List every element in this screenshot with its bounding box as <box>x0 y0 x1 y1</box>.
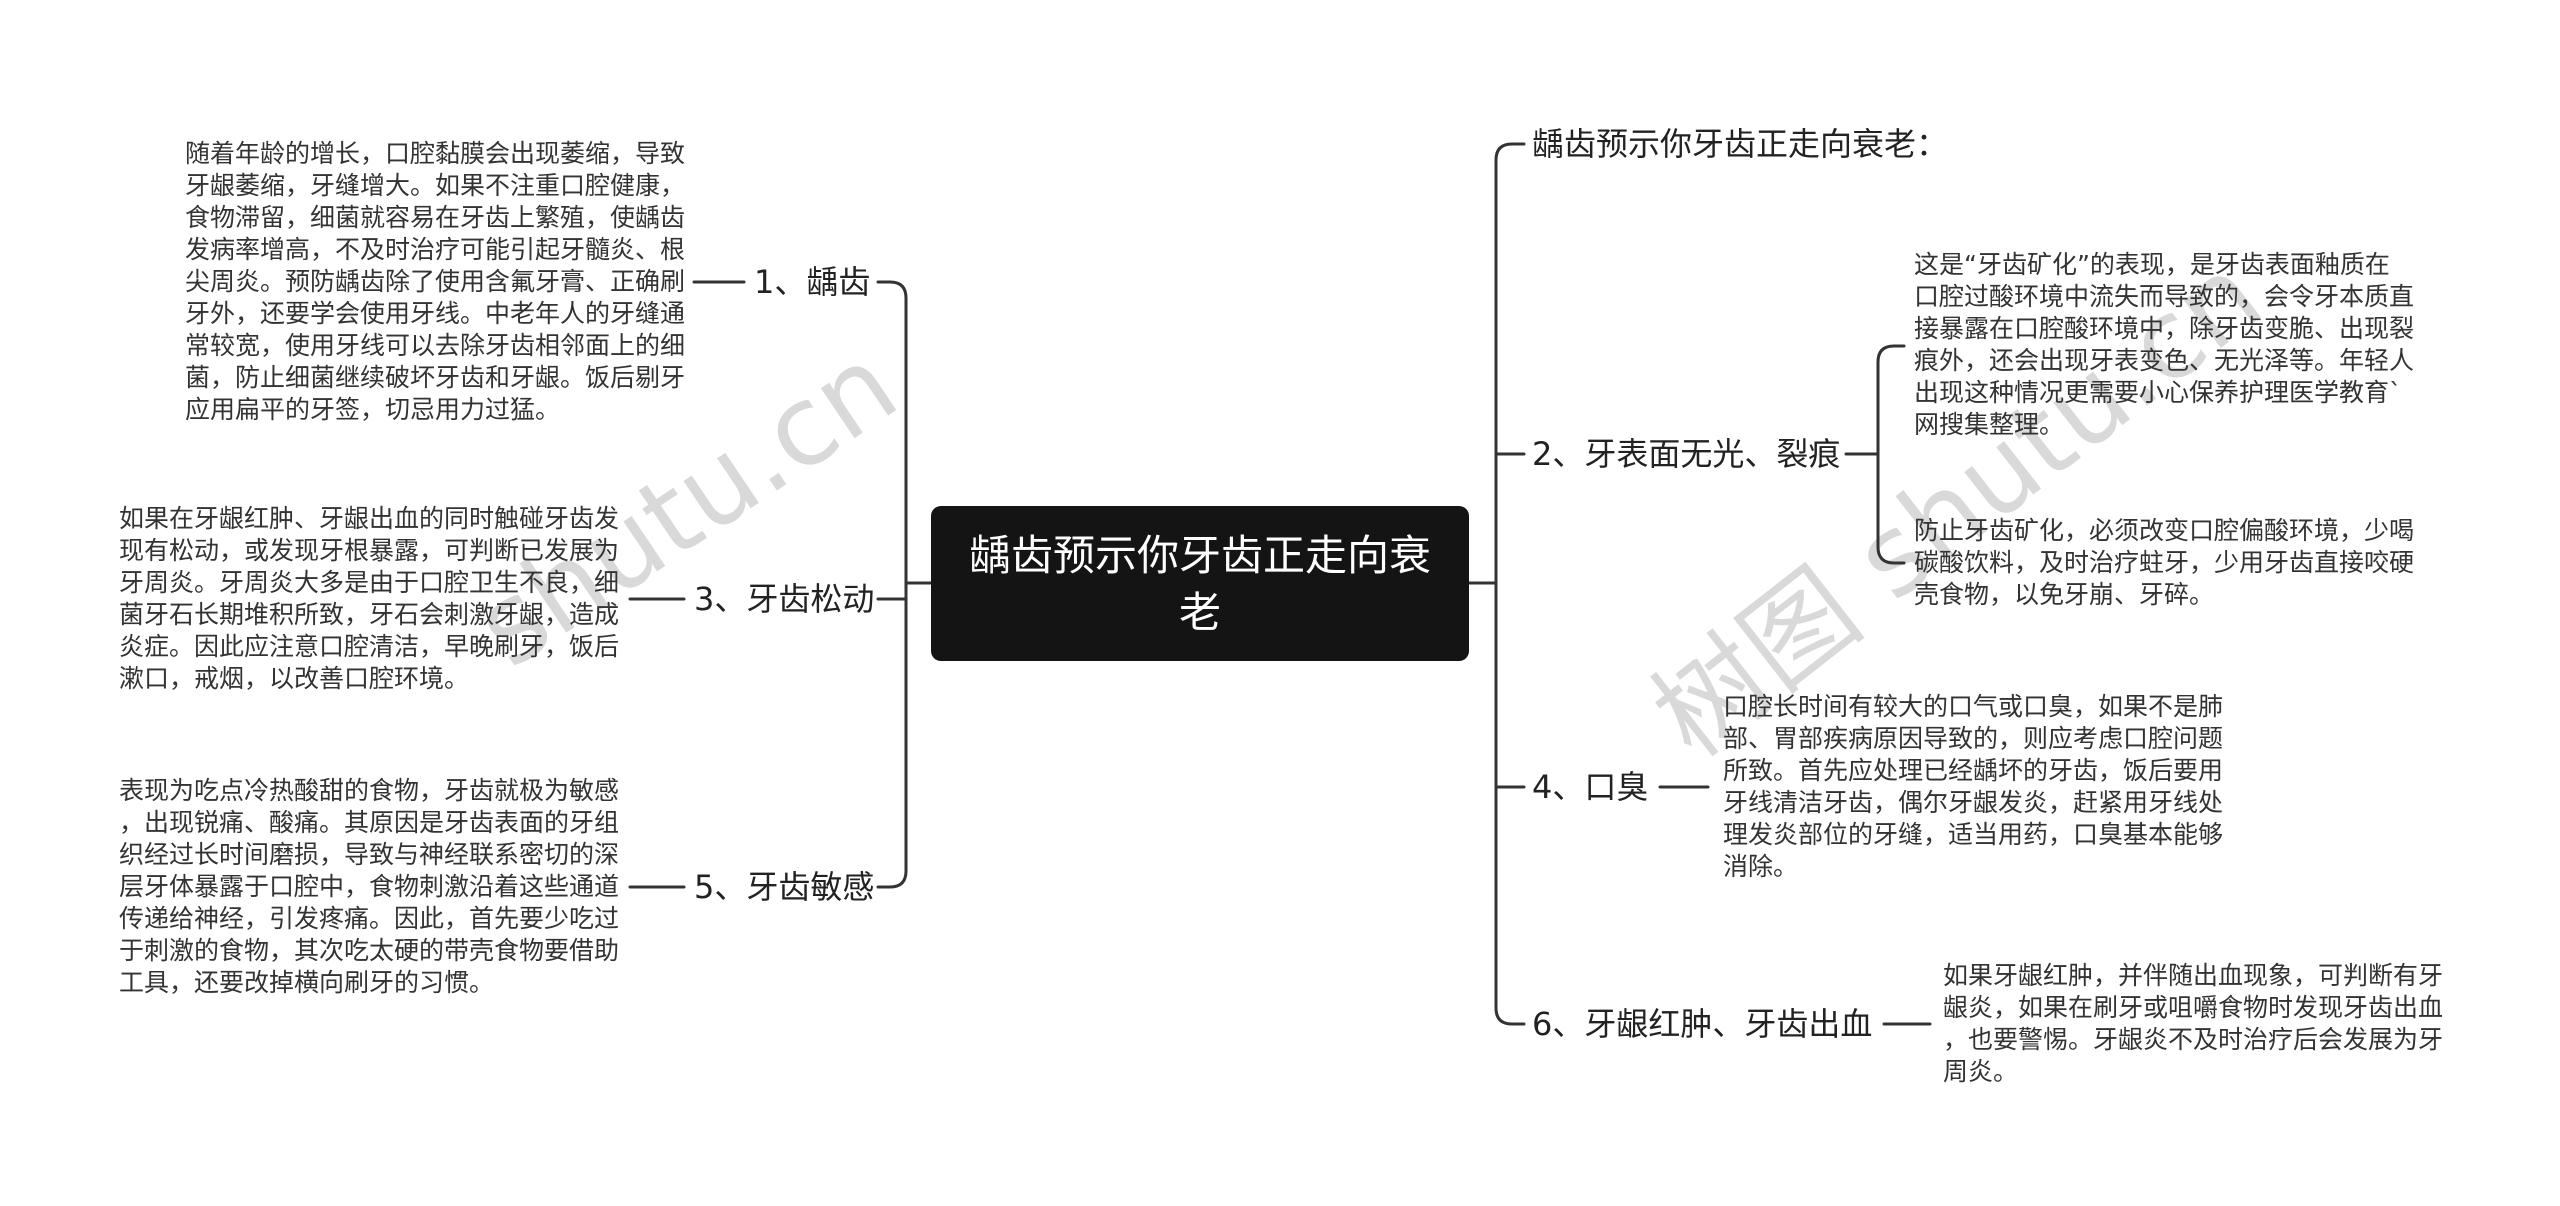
detail-line: 牙外，还要学会使用牙线。中老年人的牙缝通 <box>185 299 686 328</box>
branch-label-gum-bleeding[interactable]: 6、牙龈红肿、牙齿出血 <box>1532 1005 1873 1043</box>
detail-line: 口腔长时间有较大的口气或口臭，如果不是肺 <box>1723 692 2224 721</box>
detail-line: 牙周炎。牙周炎大多是由于口腔卫生不良，细 <box>119 568 620 597</box>
branch-detail-sensitive-teeth[interactable]: 表现为吃点冷热酸甜的食物，牙齿就极为敏感 ，出现锐痛、酸痛。其原因是牙齿表面的牙组… <box>119 775 619 999</box>
detail-line: 周炎。 <box>1943 1057 2019 1086</box>
right-bracket <box>1494 142 1526 1026</box>
detail-line: 壳食物，以免牙崩、牙碎。 <box>1914 580 2215 609</box>
detail-line: 防止牙齿矿化，必须改变口腔偏酸环境，少喝 <box>1914 516 2415 545</box>
detail-line: 这是“牙齿矿化”的表现，是牙齿表面釉质在 <box>1914 250 2390 279</box>
detail-line: 传递给神经，引发疼痛。因此，首先要少吃过 <box>119 904 620 933</box>
detail-line: 菌牙石长期堆积所致，牙石会刺激牙龈，造成 <box>119 600 620 629</box>
detail-line: 食物滞留，细菌就容易在牙齿上繁殖，使龋齿 <box>185 203 686 232</box>
branch-detail-prevention[interactable]: 防止牙齿矿化，必须改变口腔偏酸环境，少喝碳酸饮料，及时治疗蛀牙，少用牙齿直接咬硬… <box>1914 515 2414 611</box>
detail-line: 菌，防止细菌继续破坏牙齿和牙龈。饭后剔牙 <box>185 363 686 392</box>
detail-line: 随着年龄的增长，口腔黏膜会出现萎缩，导致 <box>185 139 686 168</box>
branch-label-intro[interactable]: 龋齿预示你牙齿正走向衰老： <box>1532 125 1949 163</box>
detail-line: 工具，还要改掉横向刷牙的习惯。 <box>119 968 495 997</box>
detail-line: 漱口，戒烟，以改善口腔环境。 <box>119 664 470 693</box>
detail-line: 炎症。因此应注意口腔清洁，早晚刷牙，饭后 <box>119 632 620 661</box>
branch-detail-gum-bleeding[interactable]: 如果牙龈红肿，并伴随出血现象，可判断有牙龈炎，如果在刷牙或咀嚼食物时发现牙齿出血… <box>1943 960 2443 1088</box>
detail-line: 所致。首先应处理已经龋坏的牙齿，饭后要用 <box>1723 756 2224 785</box>
detail-line: 应用扁平的牙签，切忌用力过猛。 <box>185 395 561 424</box>
detail-line: 痕外，还会出现牙表变色、无光泽等。年轻人 <box>1914 346 2415 375</box>
branch-detail-bad-breath[interactable]: 口腔长时间有较大的口气或口臭，如果不是肺部、胃部疾病原因导致的，则应考虑口腔问题… <box>1723 691 2223 883</box>
detail-line: 现有松动，或发现牙根暴露，可判断已发展为 <box>119 536 620 565</box>
branch-label-sensitive-teeth[interactable]: 5、牙齿敏感 <box>694 868 875 906</box>
branch-label-bad-breath[interactable]: 4、口臭 <box>1532 768 1649 806</box>
detail-line: ，出现锐痛、酸痛。其原因是牙齿表面的牙组 <box>119 808 620 837</box>
central-topic-text: 龋齿预示你牙齿正走向衰老 <box>968 530 1431 637</box>
detail-line: 碳酸饮料，及时治疗蛀牙，少用牙齿直接咬硬 <box>1914 548 2415 577</box>
central-topic-node[interactable]: 龋齿预示你牙齿正走向衰老 <box>931 506 1469 661</box>
branch-label-caries[interactable]: 1、龋齿 <box>754 263 871 301</box>
detail-line: ，也要警惕。牙龈炎不及时治疗后会发展为牙 <box>1943 1025 2444 1054</box>
branch-label-loose-teeth[interactable]: 3、牙齿松动 <box>694 580 875 618</box>
detail-line: 部、胃部疾病原因导致的，则应考虑口腔问题 <box>1723 724 2224 753</box>
detail-line: 理发炎部位的牙缝，适当用药，口臭基本能够 <box>1723 820 2224 849</box>
detail-line: 接暴露在口腔酸环境中，除牙齿变脆、出现裂 <box>1914 314 2415 343</box>
left-bracket <box>876 280 908 889</box>
branch-detail-caries[interactable]: 随着年龄的增长，口腔黏膜会出现萎缩，导致牙龈萎缩，牙缝增大。如果不注重口腔健康，… <box>185 138 685 426</box>
detail-line: 层牙体暴露于口腔中，食物刺激沿着这些通道 <box>119 872 620 901</box>
detail-line: 如果牙龈红肿，并伴随出血现象，可判断有牙 <box>1943 961 2444 990</box>
detail-line: 网搜集整理。 <box>1914 410 2065 439</box>
detail-line: 出现这种情况更需要小心保养护理医学教育` <box>1914 378 2402 407</box>
detail-line: 尖周炎。预防龋齿除了使用含氟牙膏、正确刷 <box>185 267 686 296</box>
branch-label-dull-cracked-surface[interactable]: 2、牙表面无光、裂痕 <box>1532 435 1841 473</box>
detail-line: 消除。 <box>1723 852 1799 881</box>
detail-line: 织经过长时间磨损，导致与神经联系密切的深 <box>119 840 620 869</box>
detail-line: 龈炎，如果在刷牙或咀嚼食物时发现牙齿出血 <box>1943 993 2444 1022</box>
detail-line: 于刺激的食物，其次吃太硬的带壳食物要借助 <box>119 936 620 965</box>
detail-line: 发病率增高，不及时治疗可能引起牙髓炎、根 <box>185 235 686 264</box>
detail-line: 牙线清洁牙齿，偶尔牙龈发炎，赶紧用牙线处 <box>1723 788 2224 817</box>
branch-detail-loose-teeth[interactable]: 如果在牙龈红肿、牙龈出血的同时触碰牙齿发现有松动，或发现牙根暴露，可判断已发展为… <box>119 503 619 695</box>
detail-line: 表现为吃点冷热酸甜的食物，牙齿就极为敏感 <box>119 776 620 805</box>
sub-bracket-2 <box>1876 344 1906 565</box>
detail-line: 牙龈萎缩，牙缝增大。如果不注重口腔健康， <box>185 171 686 200</box>
detail-line: 如果在牙龈红肿、牙龈出血的同时触碰牙齿发 <box>119 504 620 533</box>
branch-detail-mineralization[interactable]: 这是“牙齿矿化”的表现，是牙齿表面釉质在口腔过酸环境中流失而导致的，会令牙本质直… <box>1914 249 2414 441</box>
detail-line: 常较宽，使用牙线可以去除牙齿相邻面上的细 <box>185 331 686 360</box>
detail-line: 口腔过酸环境中流失而导致的，会令牙本质直 <box>1914 282 2415 311</box>
